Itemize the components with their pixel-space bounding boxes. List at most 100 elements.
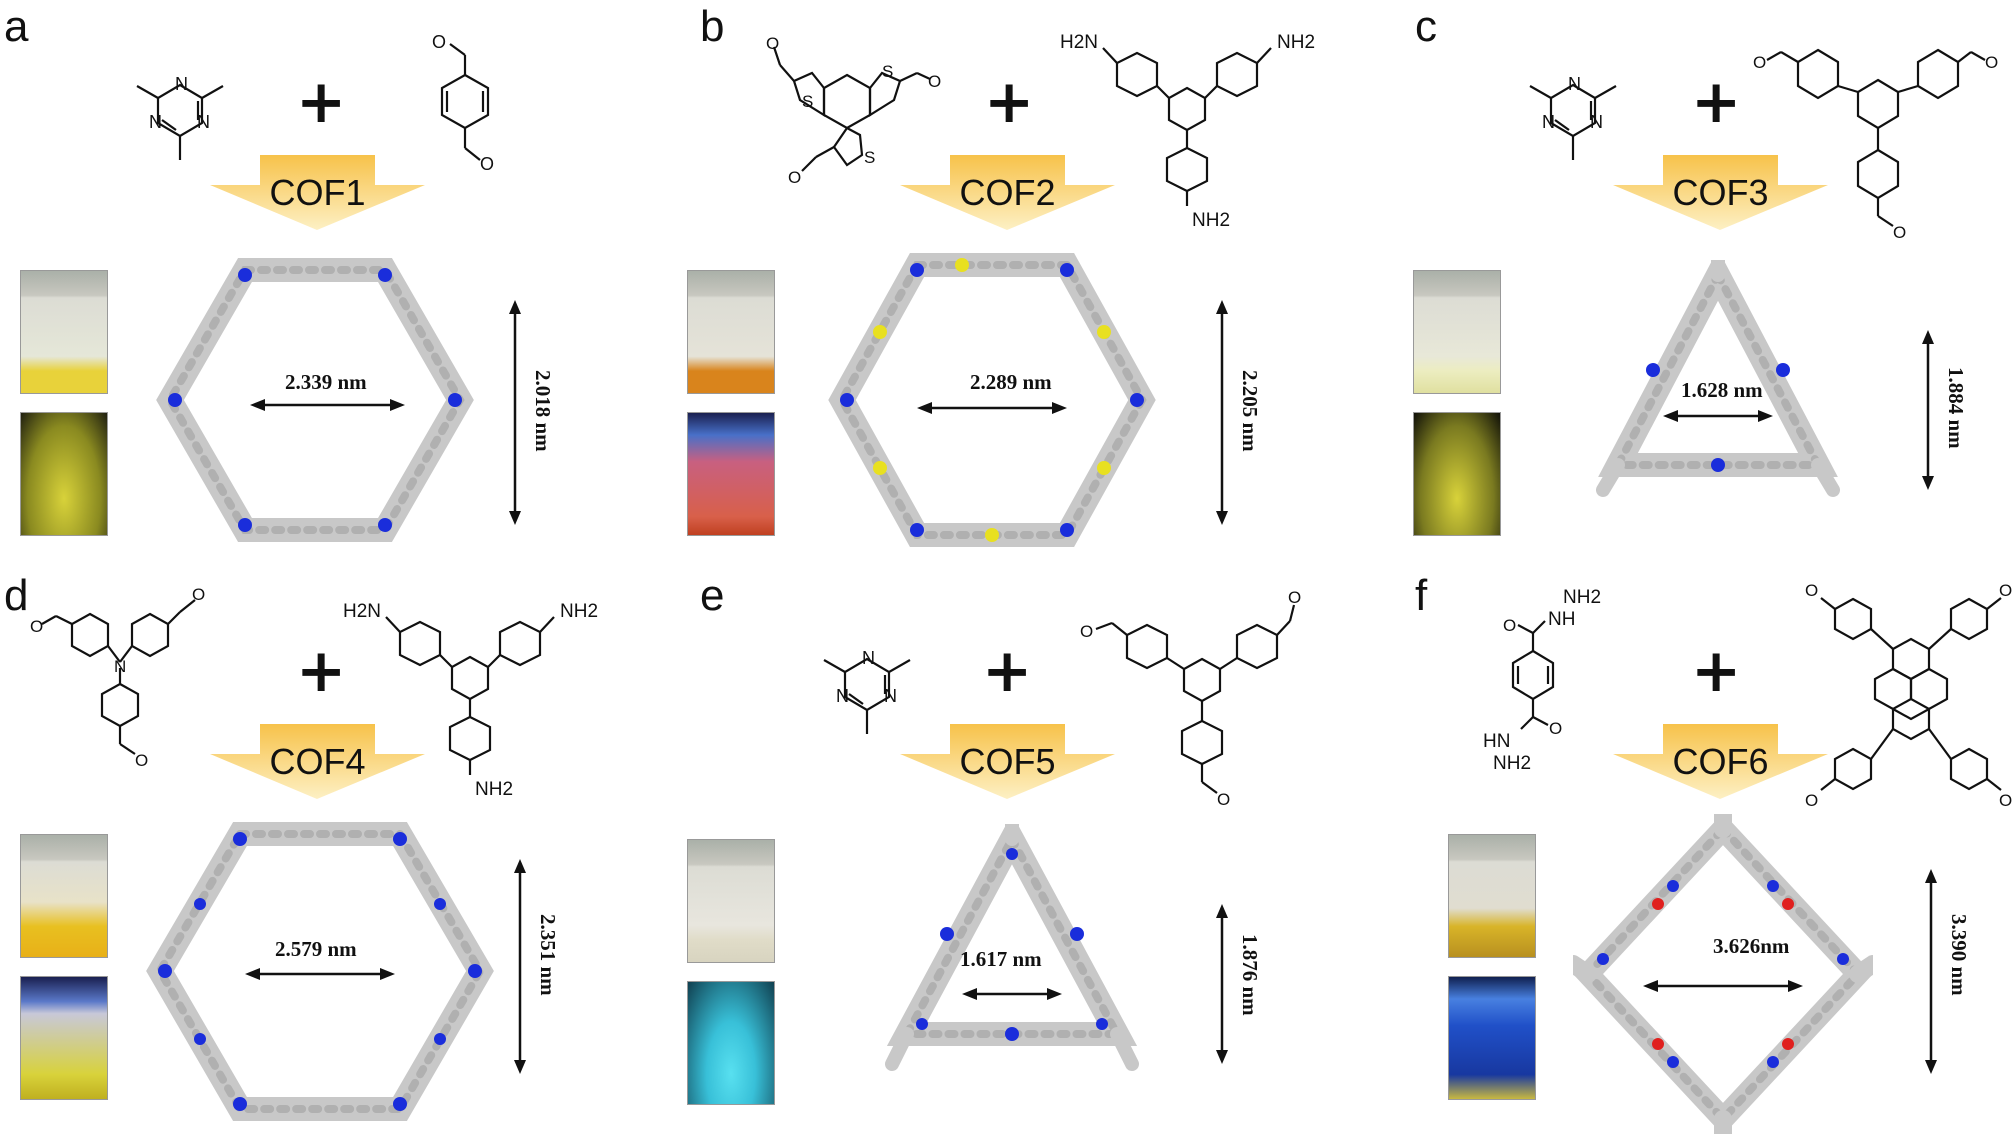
pore-width: 1.628 nm [1681, 378, 1763, 402]
svg-text:O: O [1805, 791, 1818, 810]
reaction-arrow [1613, 724, 1828, 799]
svg-text:O: O [1985, 53, 1998, 72]
svg-text:N: N [836, 686, 849, 706]
panel-a: a N N N + O O [0, 0, 672, 569]
panel-label: c [1415, 2, 1437, 51]
panel-label: f [1415, 571, 1428, 620]
reactant-triaminophenyltriazine [385, 616, 555, 775]
plus-sign: + [296, 67, 347, 137]
pore-height: 1.876 nm [1238, 934, 1262, 1016]
hydrazide-label: HN [1483, 731, 1511, 752]
svg-text:N: N [149, 112, 162, 132]
svg-text:N: N [1542, 112, 1555, 132]
svg-text:N: N [197, 112, 210, 132]
reactant-trimethyltriazine: N N N [823, 648, 911, 734]
n-atom: N [175, 74, 188, 94]
pore-height: 2.018 nm [531, 370, 555, 452]
height-arrow [514, 859, 526, 1074]
svg-text:O: O [192, 585, 205, 604]
reactant-triformylphenylbenzene: O O O [1753, 48, 1998, 242]
reactant-terephthalohydrazide: O O [1503, 616, 1562, 738]
vial-daylight [20, 270, 108, 394]
amine-label: NH2 [560, 601, 599, 622]
svg-text:S: S [864, 148, 875, 167]
vial-daylight [20, 834, 108, 958]
reactant-trimethyltriazine: N N N [1529, 74, 1617, 160]
panel-e: e N N N + O O [672, 569, 1344, 1138]
reaction-arrow [210, 155, 425, 230]
svg-text:O: O [1080, 622, 1093, 641]
height-arrow [509, 300, 521, 525]
panel-b: b O O O S S S + [672, 0, 1344, 569]
panel-label: e [700, 571, 725, 620]
reactant-trimethyltriazine: N N N [136, 74, 224, 160]
svg-text:O: O [1217, 790, 1230, 809]
reaction-arrow [900, 724, 1115, 799]
pore-width: 1.617 nm [960, 947, 1042, 971]
svg-text:O: O [135, 751, 148, 770]
svg-text:O: O [1753, 53, 1766, 72]
vial-daylight [687, 270, 775, 394]
vial-daylight [1413, 270, 1501, 394]
pore-framework [146, 822, 494, 1121]
svg-text:O: O [1503, 616, 1516, 635]
pore-width: 2.339 nm [285, 370, 367, 394]
cof-name: COF6 [1672, 741, 1769, 782]
vial-uv [687, 981, 775, 1105]
svg-text:N: N [862, 648, 875, 668]
pore-framework [885, 824, 1139, 1071]
amine-label: H2N [1060, 32, 1099, 53]
svg-text:S: S [882, 62, 893, 81]
pore-framework [828, 253, 1156, 547]
plus-sign: + [1691, 636, 1742, 706]
svg-text:S: S [802, 92, 813, 111]
vial-uv [687, 412, 775, 536]
pore-height: 3.390 nm [1947, 914, 1971, 996]
pore-height: 2.351 nm [536, 914, 560, 996]
svg-text:O: O [766, 34, 779, 53]
svg-text:O: O [480, 154, 494, 174]
svg-text:O: O [30, 617, 43, 636]
svg-text:N: N [1568, 74, 1581, 94]
pore-height: 2.205 nm [1238, 370, 1262, 452]
svg-text:O: O [1288, 588, 1301, 607]
cof-name: COF2 [959, 172, 1056, 213]
vial-uv [1448, 976, 1536, 1100]
svg-text:O: O [788, 168, 801, 187]
svg-text:O: O [1549, 719, 1562, 738]
hydrazide-label: NH [1548, 609, 1576, 630]
amine-label: NH2 [475, 779, 514, 800]
cof-name: COF5 [959, 741, 1056, 782]
pore-height: 1.884 nm [1944, 367, 1968, 449]
vial-uv [20, 976, 108, 1100]
reactant-triformyltriphenylamine: N O O O [30, 585, 205, 770]
pore-framework [1596, 260, 1840, 497]
reactant-triaminophenyltriazine [1102, 47, 1272, 206]
amine-label: NH2 [1192, 210, 1231, 231]
pore-width: 2.289 nm [970, 370, 1052, 394]
svg-text:O: O [1999, 581, 2012, 600]
height-arrow [1216, 300, 1228, 525]
svg-text:N: N [114, 657, 126, 676]
vial-daylight [687, 839, 775, 963]
svg-text:N: N [884, 686, 897, 706]
hydrazide-label: NH2 [1493, 753, 1532, 774]
pore-width: 3.626nm [1713, 934, 1790, 958]
svg-text:O: O [432, 32, 446, 52]
svg-text:O: O [1893, 223, 1906, 242]
reactant-terephthalaldehyde: O O [432, 32, 494, 174]
reactant-tetraformylphenylpyrene: O O O O [1805, 581, 2012, 810]
cof-name: COF4 [269, 741, 366, 782]
reaction-arrow [1613, 155, 1828, 230]
panel-label: b [700, 2, 725, 51]
panel-d: d N O O O + [0, 569, 672, 1138]
svg-text:O: O [1999, 791, 2012, 810]
reaction-arrow [900, 155, 1115, 230]
svg-text:O: O [1805, 581, 1818, 600]
pore-width: 2.579 nm [275, 937, 357, 961]
vial-uv [20, 412, 108, 536]
plus-sign: + [984, 67, 1035, 137]
pore-framework [156, 258, 474, 542]
plus-sign: + [1691, 67, 1742, 137]
height-arrow [1216, 904, 1228, 1064]
